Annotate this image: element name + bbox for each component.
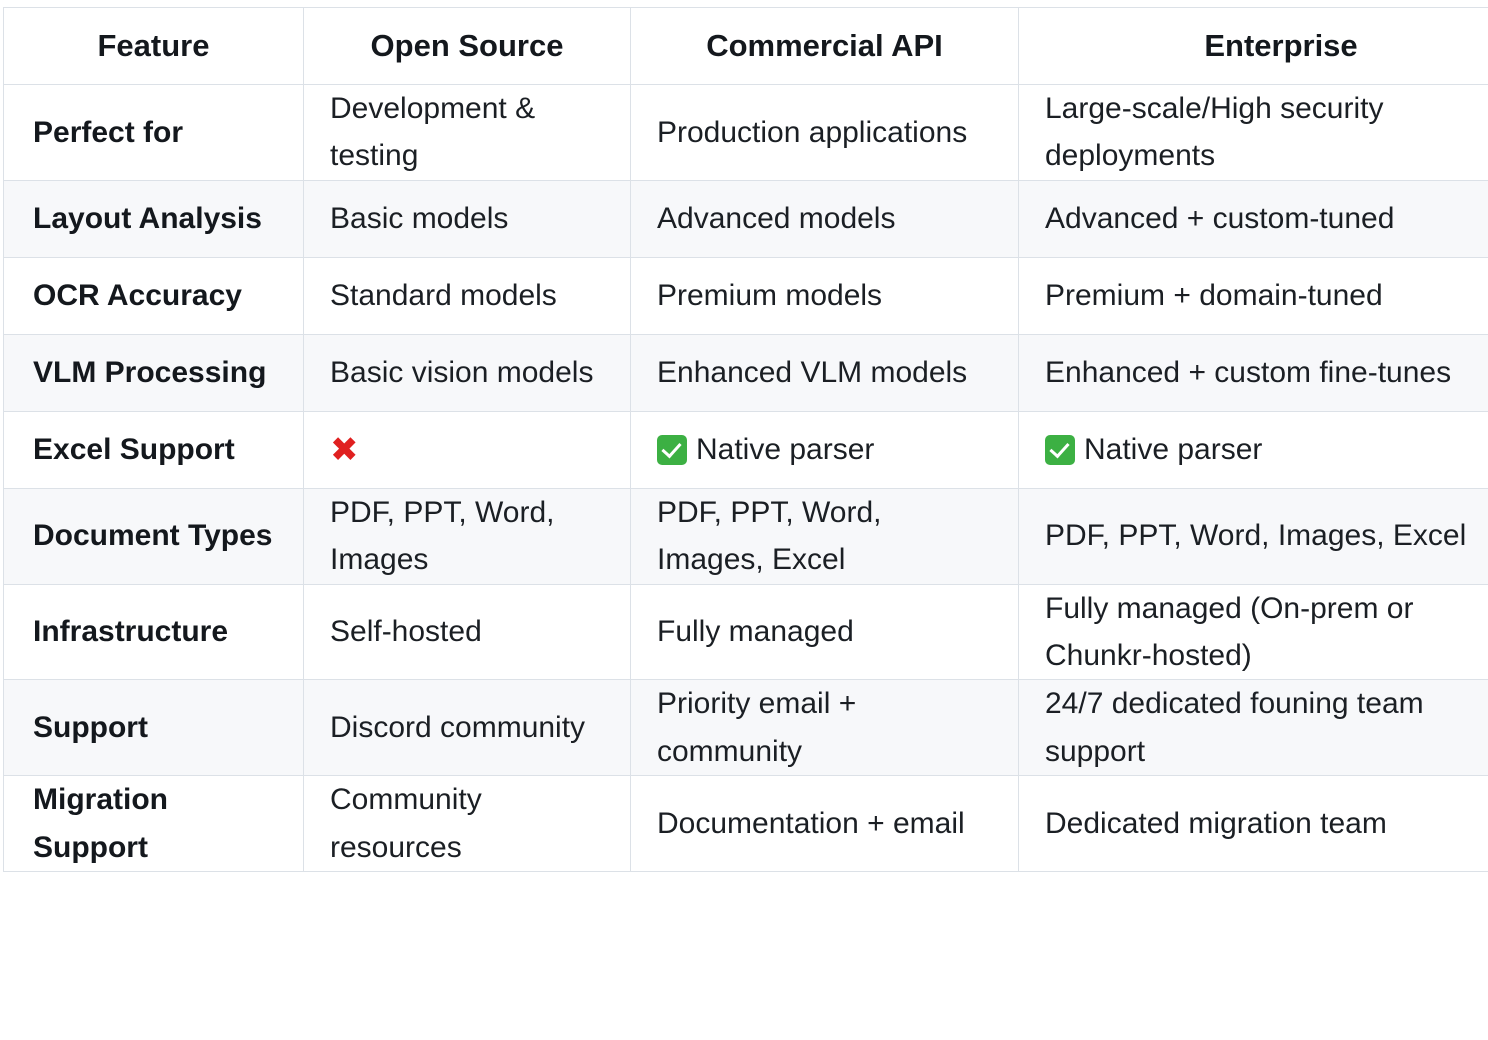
cell-open-source: Basic vision models <box>303 333 631 412</box>
column-header-feature: Feature <box>3 7 304 85</box>
cell-open-source: Development & testing <box>303 84 631 181</box>
header-row: Feature Open Source Commercial API Enter… <box>3 7 1488 85</box>
cell-commercial-api: Premium models <box>630 256 1019 335</box>
cell-open-source: Standard models <box>303 256 631 335</box>
cell-open-source: ✖ <box>303 410 631 489</box>
cell-enterprise: Large-scale/High security deployments <box>1018 84 1488 181</box>
cell-open-source: Self-hosted <box>303 583 631 681</box>
row-feature-label: VLM Processing <box>3 333 304 412</box>
row-feature-label: Infrastructure <box>3 583 304 681</box>
cell-enterprise-text: Native parser <box>1084 433 1263 467</box>
table-row: Perfect for Development & testing Produc… <box>3 84 1488 181</box>
cell-commercial-api: PDF, PPT, Word, Images, Excel <box>630 487 1019 585</box>
cell-commercial-api: Advanced models <box>630 179 1019 258</box>
table-row: Document Types PDF, PPT, Word, Images PD… <box>3 487 1488 585</box>
cell-enterprise: Dedicated migration team <box>1018 775 1488 872</box>
table-row: Layout Analysis Basic models Advanced mo… <box>3 179 1488 258</box>
cell-open-source: Discord community <box>303 679 631 777</box>
check-mark-button-icon <box>657 434 687 465</box>
cell-open-source: PDF, PPT, Word, Images <box>303 487 631 585</box>
column-header-open-source: Open Source <box>303 7 631 85</box>
cell-commercial-api: Documentation + email <box>630 775 1019 872</box>
cell-commercial-api: Enhanced VLM models <box>630 333 1019 412</box>
cell-commercial-api: Priority email + community <box>630 679 1019 777</box>
table-row: Infrastructure Self-hosted Fully managed… <box>3 583 1488 681</box>
cell-commercial-api-text: Native parser <box>696 433 875 467</box>
table-row: VLM Processing Basic vision models Enhan… <box>3 333 1488 412</box>
cell-commercial-api: Fully managed <box>630 583 1019 681</box>
table-header: Feature Open Source Commercial API Enter… <box>3 7 1488 85</box>
row-feature-label: Layout Analysis <box>3 179 304 258</box>
row-feature-label: Perfect for <box>3 84 304 181</box>
comparison-table: Feature Open Source Commercial API Enter… <box>3 7 1488 872</box>
cross-mark-icon: ✖ <box>330 430 359 469</box>
cell-open-source: Basic models <box>303 179 631 258</box>
check-mark-button-icon <box>1045 434 1075 465</box>
table-row: OCR Accuracy Standard models Premium mod… <box>3 256 1488 335</box>
cell-open-source: Community resources <box>303 775 631 872</box>
table-row: Excel Support ✖ Native parser <box>3 410 1488 489</box>
row-feature-label: OCR Accuracy <box>3 256 304 335</box>
cell-enterprise: PDF, PPT, Word, Images, Excel <box>1018 487 1488 585</box>
cell-enterprise: Fully managed (On-prem or Chunkr-hosted) <box>1018 583 1488 681</box>
row-feature-label: Migration Support <box>3 775 304 872</box>
cell-enterprise: Advanced + custom-tuned <box>1018 179 1488 258</box>
row-feature-label: Support <box>3 679 304 777</box>
table-row: Migration Support Community resources Do… <box>3 775 1488 872</box>
row-feature-label: Excel Support <box>3 410 304 489</box>
cell-commercial-api: Native parser <box>630 410 1019 489</box>
table-body: Perfect for Development & testing Produc… <box>3 84 1488 872</box>
cell-enterprise: Enhanced + custom fine-tunes <box>1018 333 1488 412</box>
cell-enterprise: Native parser <box>1018 410 1488 489</box>
column-header-commercial-api: Commercial API <box>630 7 1019 85</box>
column-header-enterprise: Enterprise <box>1018 7 1488 85</box>
cell-commercial-api: Production applications <box>630 84 1019 181</box>
table-row: Support Discord community Priority email… <box>3 679 1488 777</box>
row-feature-label: Document Types <box>3 487 304 585</box>
cell-enterprise: 24/7 dedicated founing team support <box>1018 679 1488 777</box>
cell-enterprise: Premium + domain-tuned <box>1018 256 1488 335</box>
